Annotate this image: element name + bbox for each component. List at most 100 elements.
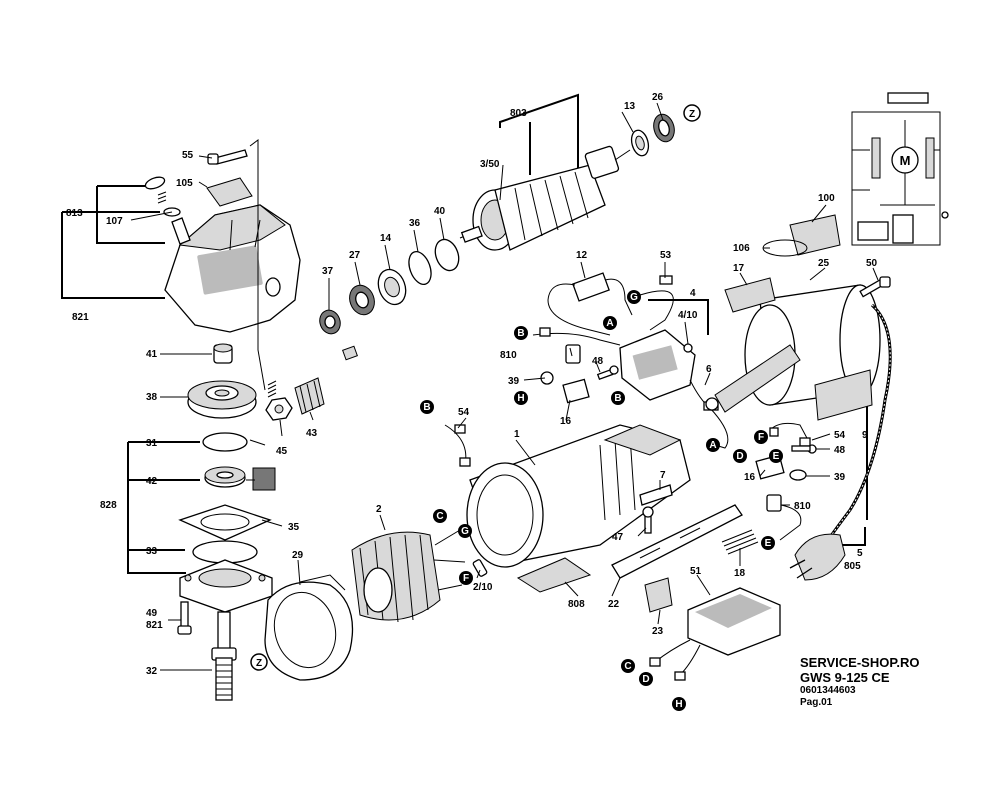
connector-d-1: D — [733, 449, 747, 463]
connector-a-1: A — [603, 316, 617, 330]
bearing-42 — [204, 466, 246, 488]
part-numbers: 803 13 26 3/50 55 105 813 107 821 40 36 … — [66, 92, 878, 677]
cable-54a — [444, 424, 471, 467]
label-33: 33 — [146, 546, 158, 557]
plate-105 — [206, 177, 253, 207]
circlip-40 — [434, 238, 460, 272]
label-100: 100 — [818, 193, 835, 204]
svg-text:A: A — [606, 318, 613, 329]
connector-a-2: A — [706, 438, 720, 452]
label-13: 13 — [624, 101, 636, 112]
label-53: 53 — [660, 250, 672, 261]
bracket-828 — [127, 441, 200, 574]
connector-b-1: B — [514, 326, 528, 340]
connector-markers: Z Z A A B B B C — [250, 104, 783, 711]
cable-12 — [547, 272, 633, 336]
label-805: 805 — [844, 561, 861, 572]
label-821-top: 821 — [72, 312, 89, 323]
label-54-b: 54 — [834, 430, 846, 441]
connector-f-2: F — [754, 430, 768, 444]
spring-18 — [721, 529, 759, 555]
svg-text:D: D — [736, 451, 743, 462]
label-36: 36 — [409, 218, 421, 229]
motor-housing-1 — [466, 424, 691, 568]
seal-37 — [319, 309, 341, 335]
label-100 — [789, 214, 841, 256]
svg-text:E: E — [773, 451, 780, 462]
spring-part — [267, 380, 277, 398]
electronics-51 — [649, 587, 781, 681]
connector-z-bottom: Z — [250, 653, 268, 671]
label-821-bottom: 821 — [146, 620, 163, 631]
svg-text:B: B — [517, 328, 524, 339]
part-number: 0601344603 — [800, 685, 856, 696]
switch-4 — [619, 329, 696, 401]
guard-29 — [264, 574, 354, 681]
connector-e-1: E — [769, 449, 783, 463]
connector-b-2: B — [611, 391, 625, 405]
label-803: 803 — [510, 108, 527, 119]
spindle-32 — [211, 611, 237, 701]
label-48-a: 48 — [592, 356, 604, 367]
label-4-10: 4/10 — [678, 310, 698, 321]
title-block: SERVICE-SHOP.RO GWS 9-125 CE 0601344603 … — [800, 656, 990, 708]
label-808 — [516, 557, 592, 593]
label-54-a: 54 — [458, 407, 470, 418]
label-49: 49 — [146, 608, 158, 619]
bracket-4 — [648, 299, 709, 335]
label-2-10: 2/10 — [473, 582, 493, 593]
label-7: 7 — [660, 470, 666, 481]
screw-50 — [859, 276, 891, 298]
svg-text:A: A — [709, 440, 716, 451]
label-38: 38 — [146, 392, 158, 403]
connector-g-1: G — [627, 290, 641, 304]
connector-d-2: D — [639, 672, 653, 686]
label-107: 107 — [106, 216, 123, 227]
clip-39b — [789, 469, 807, 481]
cable-b-plug — [539, 327, 551, 337]
connector-z-top: Z — [683, 104, 701, 122]
model-name: GWS 9-125 CE — [800, 670, 890, 685]
ring-36 — [408, 251, 432, 285]
label-4: 4 — [690, 288, 696, 299]
plug-805 — [789, 533, 846, 581]
lock-button-813 — [144, 176, 191, 245]
bracket-803 — [499, 93, 579, 180]
connector-c-2: C — [621, 659, 635, 673]
svg-text:H: H — [675, 699, 682, 710]
svg-text:Z: Z — [256, 658, 262, 669]
svg-text:Z: Z — [689, 109, 695, 120]
screw-55 — [207, 149, 248, 165]
screw-48a — [596, 365, 619, 381]
label-17: 17 — [733, 263, 745, 274]
connector-b-3: B — [420, 400, 434, 414]
label-14: 14 — [380, 233, 392, 244]
label-37: 37 — [322, 266, 334, 277]
field-coil-2 — [351, 529, 466, 623]
svg-text:C: C — [624, 661, 631, 672]
label-27: 27 — [349, 250, 361, 261]
label-26: 26 — [652, 92, 664, 103]
screw-48b — [791, 444, 817, 454]
svg-text:F: F — [463, 573, 469, 584]
label-31: 31 — [146, 438, 158, 449]
capacitor-810b — [766, 494, 782, 512]
bevel-gear-38 — [187, 380, 257, 419]
svg-text:D: D — [642, 674, 649, 685]
slide-bar-22 — [611, 504, 743, 579]
gasket-35 — [178, 504, 272, 541]
svg-text:E: E — [765, 538, 772, 549]
svg-text:G: G — [461, 526, 469, 537]
label-810-a: 810 — [500, 350, 517, 361]
label-6: 6 — [706, 364, 712, 375]
screw-47 — [642, 506, 654, 534]
gear-housing — [164, 204, 301, 333]
label-5: 5 — [857, 548, 863, 559]
label-45: 45 — [276, 446, 288, 457]
sleeve-grip — [705, 344, 801, 413]
capacitor-810a — [565, 344, 581, 364]
label-808: 808 — [568, 599, 585, 610]
label-1: 1 — [514, 429, 520, 440]
label-810-b: 810 — [794, 501, 811, 512]
